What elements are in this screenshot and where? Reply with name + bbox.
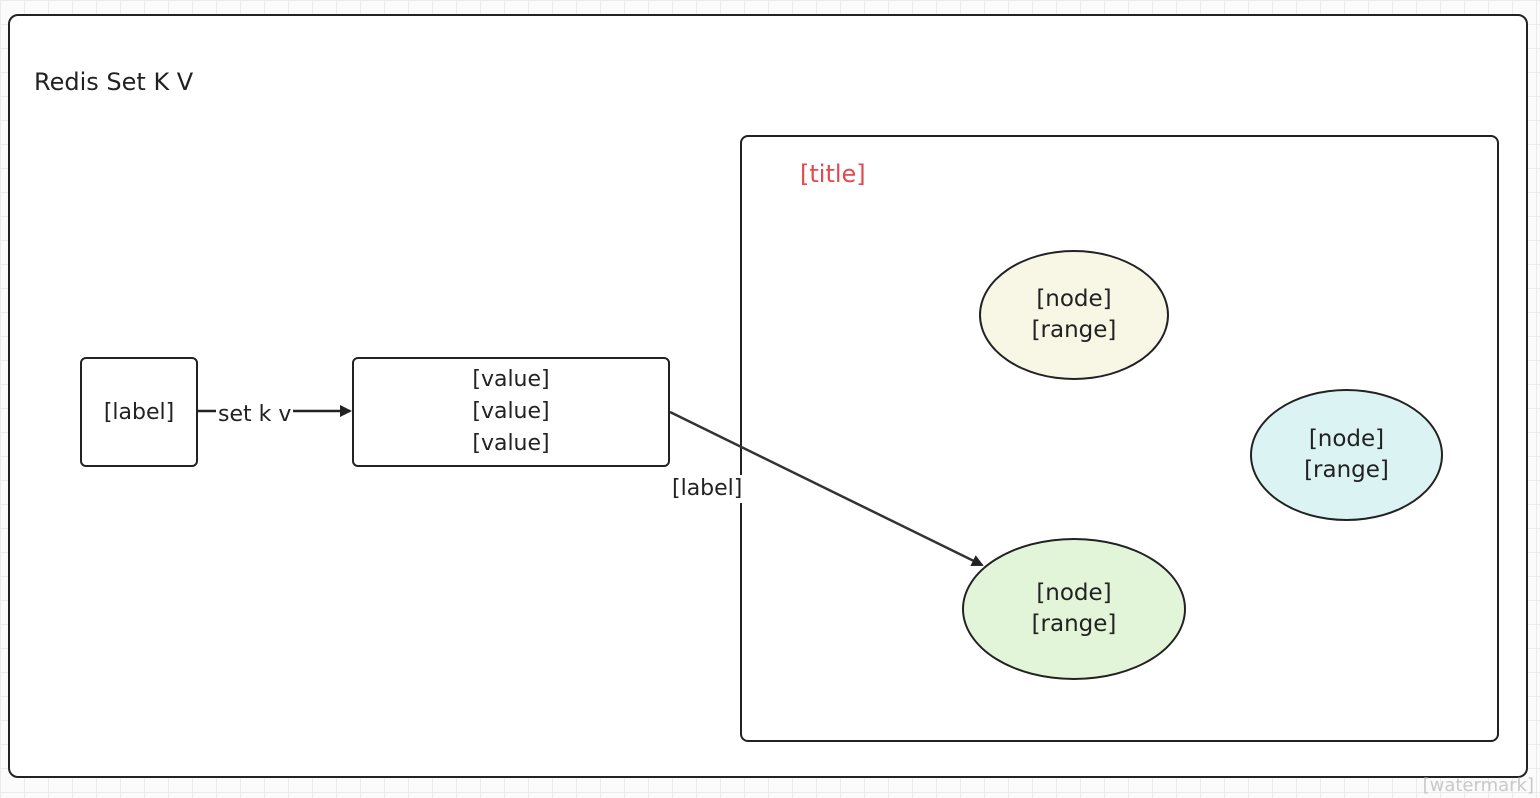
- edge-label-route: [label]: [670, 475, 745, 503]
- calc-line-3: [value]: [472, 431, 550, 456]
- calc-line-2: [value]: [472, 399, 550, 424]
- node3-name: [node]: [1036, 580, 1112, 606]
- diagram-title: Redis Set K V: [34, 68, 194, 96]
- client-label: [label]: [103, 399, 175, 425]
- cluster-frame: [740, 135, 1499, 742]
- node3-ellipse: [node] [range]: [962, 538, 1186, 680]
- node1-name: [node]: [1036, 286, 1112, 312]
- node2-range: [range]: [1304, 457, 1389, 483]
- calc-line-1: [value]: [472, 367, 550, 392]
- node1-ellipse: [node] [range]: [979, 250, 1169, 380]
- node1-range: [range]: [1031, 317, 1117, 343]
- node2-ellipse: [node] [range]: [1250, 389, 1443, 521]
- client-box: [label]: [80, 357, 198, 467]
- node2-name: [node]: [1308, 426, 1385, 452]
- edge-label-set: set k v: [216, 401, 294, 429]
- watermark: [watermark]: [1422, 775, 1534, 796]
- cluster-title: [title]: [800, 160, 866, 188]
- edge-calc-to-node3: [669, 410, 984, 567]
- node3-range: [range]: [1031, 611, 1117, 637]
- calc-box: [value] [value] [value]: [352, 357, 670, 467]
- outer-frame: [8, 14, 1528, 778]
